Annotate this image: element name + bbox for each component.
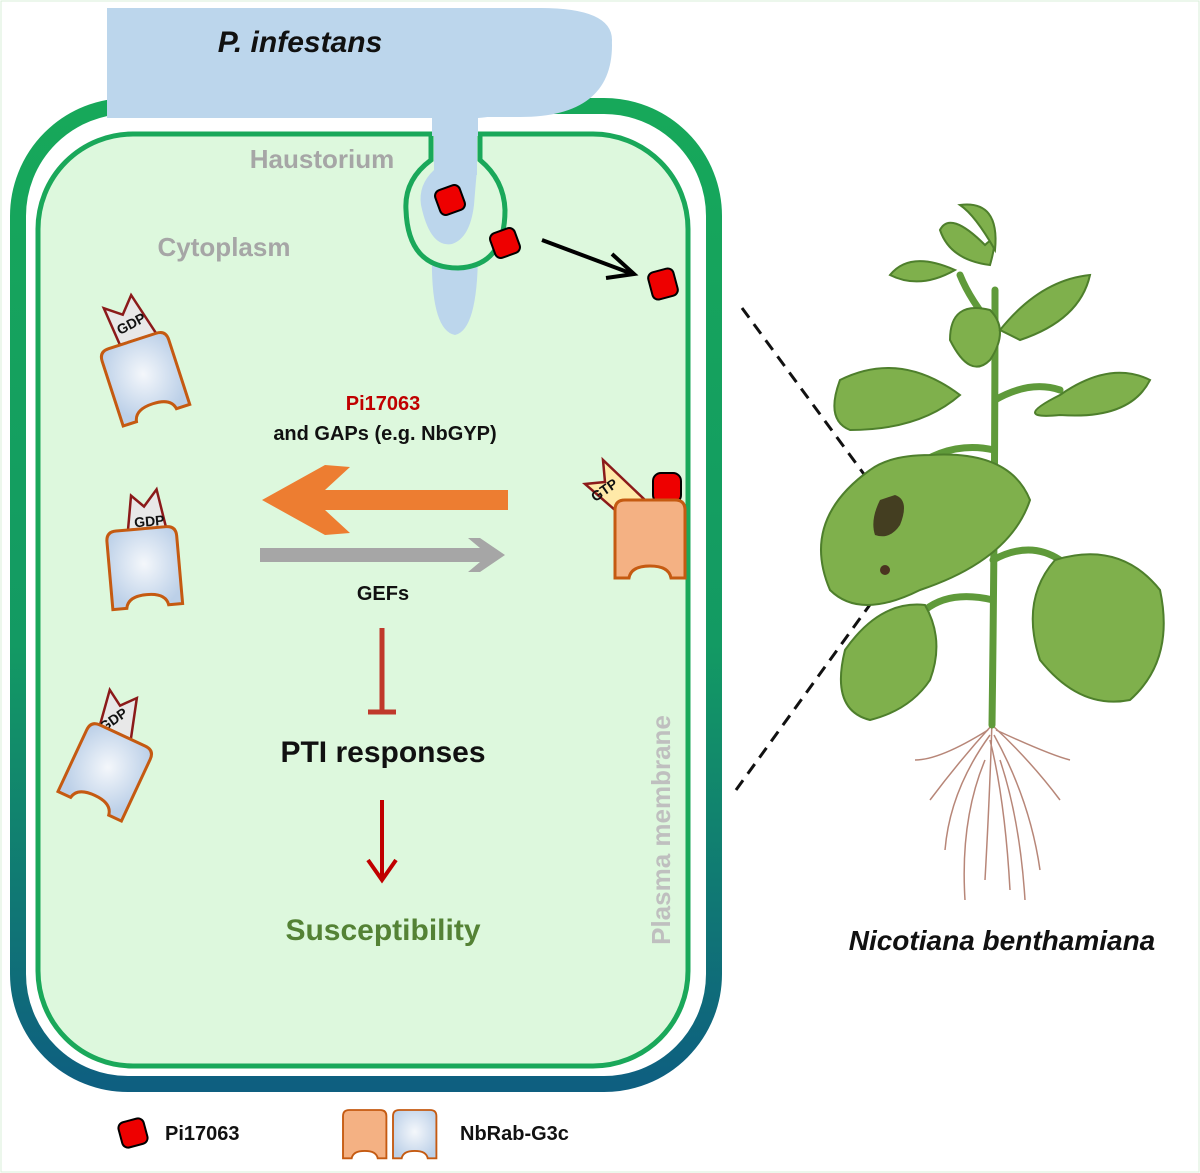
gap-arrow <box>262 465 508 535</box>
effector-icon <box>647 267 679 301</box>
gef-label: GEFs <box>357 583 409 605</box>
effector-label: Pi17063 <box>346 393 421 415</box>
rab-gdp-protein: GDP <box>97 292 192 428</box>
translocation-arrow <box>541 238 631 275</box>
legend-rab-label: NbRab-G3c <box>460 1123 569 1145</box>
effector-icon <box>489 227 521 259</box>
legend: Pi17063 NbRab-G3c <box>117 1109 569 1160</box>
leaf <box>888 260 958 283</box>
haustorium-label: Haustorium <box>250 144 394 174</box>
rab-gdp-protein: GDP <box>56 686 156 823</box>
roots <box>914 719 1071 901</box>
rab-gdp-protein: GDP <box>104 486 185 612</box>
leaf <box>839 603 938 722</box>
plasma-membrane <box>35 131 691 1069</box>
gap-label: and GAPs (e.g. NbGYP) <box>273 423 496 445</box>
legend-effector-icon <box>117 1117 149 1149</box>
plasma-membrane-label: Plasma membrane <box>646 715 676 945</box>
leaf <box>948 307 1001 368</box>
leads-to-arrow <box>366 800 398 884</box>
plant-label: Nicotiana benthamiana <box>849 925 1156 956</box>
leaf <box>820 453 1032 606</box>
rab-gtp-protein: GTP <box>581 456 687 580</box>
legend-rab-active-icon <box>342 1109 388 1160</box>
susceptibility-label: Susceptibility <box>285 914 480 947</box>
cytoplasm-label: Cytoplasm <box>158 232 291 262</box>
leaf <box>833 367 962 432</box>
legend-effector-label: Pi17063 <box>165 1123 240 1145</box>
gef-arrow <box>260 538 505 572</box>
leaf <box>957 203 997 254</box>
pti-label: PTI responses <box>280 736 485 769</box>
leaf <box>998 273 1092 342</box>
pathogen-label: P. infestans <box>218 26 383 59</box>
lesion <box>873 495 904 537</box>
zoom-line <box>734 569 897 791</box>
leaf <box>1031 553 1165 703</box>
legend-rab-inactive-icon <box>392 1109 438 1160</box>
leaf <box>1034 371 1152 417</box>
inhibition-arrow <box>368 628 396 715</box>
effector-icon <box>434 184 466 216</box>
svg-text:GDP: GDP <box>133 512 165 531</box>
plant-illustration <box>820 203 1165 901</box>
